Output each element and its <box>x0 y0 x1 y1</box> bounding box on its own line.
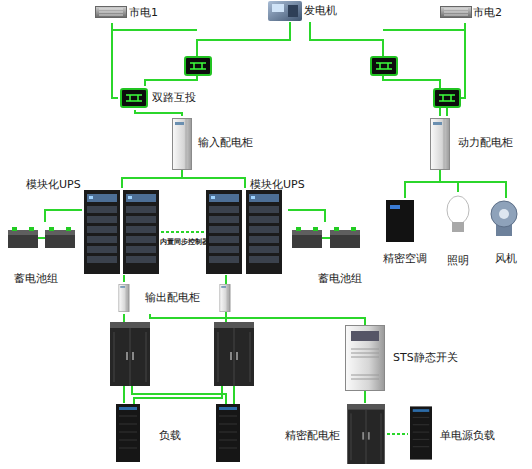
server-load: 单电源负载 <box>408 403 500 463</box>
switch-icon <box>371 57 397 75</box>
power-cable <box>440 170 506 198</box>
node-label: 市电2 <box>473 6 507 19</box>
fan: 风机 <box>486 198 526 266</box>
battery-icon <box>330 227 360 248</box>
server-load: 负载 <box>113 403 187 463</box>
power-cable <box>322 237 330 239</box>
utility-source: 市电2 <box>438 3 503 23</box>
distribution-cabinet: 动力配电柜 <box>428 116 520 170</box>
battery-icon <box>292 227 322 248</box>
precision-ac: 精密空调 <box>380 198 430 266</box>
power-cable <box>387 433 408 435</box>
power-cable <box>112 23 118 98</box>
battery-bank: 蓄电池组 <box>6 222 80 286</box>
switch-icon <box>434 89 460 107</box>
node-label: 精密空调 <box>380 252 430 265</box>
ups-icon <box>84 190 120 274</box>
node-label: 精密配电柜 <box>285 429 345 442</box>
bulb-icon <box>447 196 469 232</box>
switch-icon <box>121 89 147 107</box>
power-cable <box>123 275 125 282</box>
ups-icon <box>123 190 159 274</box>
rack-icon <box>410 406 432 459</box>
power-cable <box>405 170 440 198</box>
cabinet-icon <box>220 284 230 311</box>
power-cable <box>145 22 290 86</box>
node-label: 负载 <box>159 429 187 442</box>
power-cable <box>123 314 125 403</box>
power-cable <box>182 170 245 188</box>
sts-switch: STS静态开关 <box>343 325 468 391</box>
node-label: 双路互投 <box>152 91 210 104</box>
ac-icon <box>386 200 414 242</box>
power-cable <box>447 23 465 116</box>
node-label: 单电源负载 <box>440 429 500 442</box>
note-label: 内置同步控制器 <box>160 238 214 247</box>
ups-icon <box>246 190 282 274</box>
power-cable <box>134 386 222 404</box>
node-label: 风机 <box>486 252 526 265</box>
power-cable <box>364 391 366 403</box>
node-label: 动力配电柜 <box>458 136 520 149</box>
cabinet-icon <box>173 119 192 170</box>
cabinet-icon <box>431 119 450 170</box>
battery-icon <box>45 227 75 248</box>
sts-icon <box>346 326 385 391</box>
node-label: 市电1 <box>129 6 163 19</box>
power-cable <box>135 110 182 116</box>
node-label: 输出配电柜 <box>145 291 205 304</box>
battery-icon <box>8 227 38 248</box>
ups-icon <box>206 190 242 274</box>
transfer-switch: 双路互投 <box>118 86 210 110</box>
battery-bank: 蓄电池组 <box>288 222 362 286</box>
power-cable <box>233 386 235 404</box>
power-cable <box>225 275 227 284</box>
cabinet-icon <box>119 284 129 311</box>
distribution-cabinet: 精密配电柜 <box>285 403 387 465</box>
power-cable <box>150 314 365 325</box>
switch-icon <box>185 57 211 75</box>
node-label: 模块化UPS <box>250 178 310 191</box>
power-cable <box>310 22 440 116</box>
generator: 发电机 <box>266 0 340 22</box>
power-cable <box>112 29 197 31</box>
utility-icon <box>441 7 472 18</box>
utility-icon <box>96 7 127 18</box>
node-label: 蓄电池组 <box>14 272 70 285</box>
ups-module: 模块化UPS <box>203 188 288 275</box>
distribution-cabinet: 输出配电柜 <box>113 282 203 314</box>
rack-icon <box>216 404 240 462</box>
node-label: 模块化UPS <box>26 178 82 191</box>
cabinet-icon <box>214 322 254 386</box>
rack-icon <box>116 404 140 462</box>
cabinet-icon <box>347 404 385 464</box>
ups-module: 模块化UPS <box>82 188 162 275</box>
fan-icon <box>491 201 517 236</box>
power-cable <box>122 170 182 188</box>
utility-source: 市电1 <box>95 3 160 23</box>
power-cable <box>132 386 226 404</box>
power-cable <box>383 29 465 31</box>
lighting: 照明 <box>440 192 476 266</box>
sync-cable <box>161 231 205 233</box>
node-label: 照明 <box>440 254 476 267</box>
generator-icon <box>268 1 302 21</box>
power-cable <box>45 210 82 222</box>
node-label: STS静态开关 <box>393 351 469 364</box>
power-cable <box>288 210 325 222</box>
distribution-cabinet: 输入配电柜 <box>170 116 256 170</box>
node-label: 蓄电池组 <box>318 272 368 285</box>
cabinet-icon <box>110 322 150 386</box>
node-label: 输入配电柜 <box>198 136 258 149</box>
node-label: 发电机 <box>304 4 342 17</box>
power-cable <box>38 237 45 239</box>
